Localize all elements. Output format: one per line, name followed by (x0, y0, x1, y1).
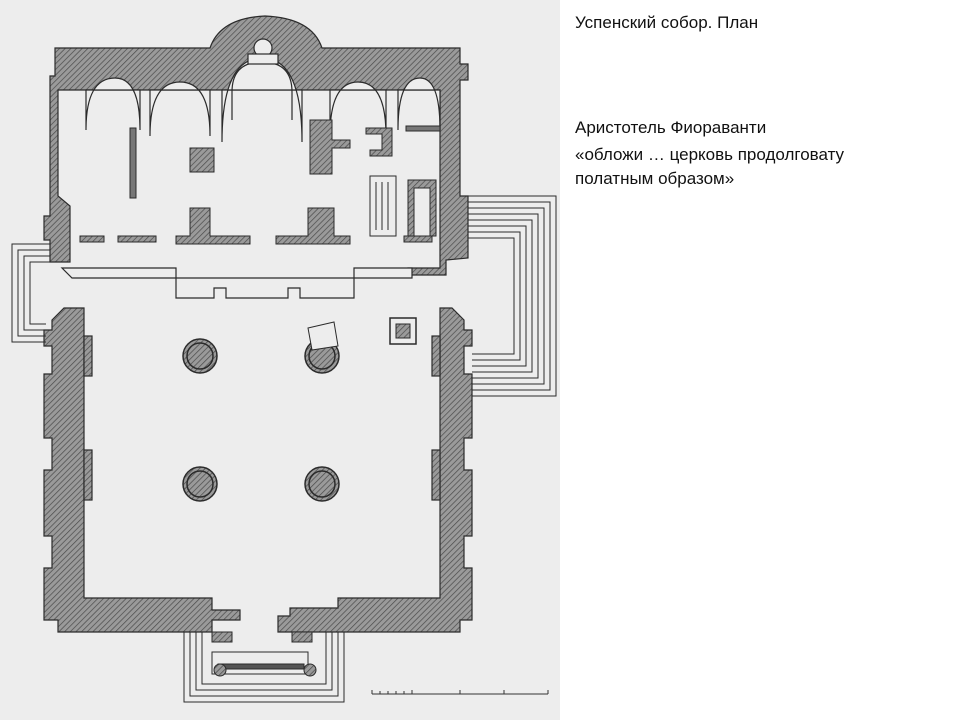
pier-se-canopy (307, 321, 339, 351)
altar-beam (405, 125, 441, 132)
altar-post-1 (129, 127, 137, 199)
iconostasis (79, 119, 441, 245)
slide-title: Успенский собор. План (575, 13, 759, 32)
altar-pier-right (309, 119, 351, 175)
apse-arch-5 (397, 77, 441, 131)
pier-sw (304, 466, 340, 502)
apse-arch-1 (85, 77, 141, 131)
iconostasis-seg-2 (117, 235, 157, 243)
iconostasis-seg-1 (79, 235, 105, 243)
iconostasis-seg-4 (275, 207, 351, 245)
south-pilaster-2 (431, 449, 441, 501)
iconostasis-seg-3 (175, 207, 251, 245)
square-pillar-inner (395, 323, 411, 339)
pier-ne (182, 338, 218, 374)
nave-piers (182, 317, 417, 502)
north-wall (43, 307, 241, 633)
pier-sw-ring (308, 470, 336, 498)
scale-bar (371, 690, 549, 695)
nave-walls (43, 307, 473, 633)
west-porch-steps-inner (195, 632, 333, 691)
iconostasis-seg-5 (403, 235, 433, 243)
solea (60, 267, 413, 299)
west-door-jamb-right (291, 631, 313, 643)
pier-ne-ring (186, 342, 214, 370)
east-wall (43, 15, 469, 276)
altar-pier-left (189, 147, 215, 173)
caption-quote-line-1: «обложи … церковь продолговату (575, 145, 845, 164)
pier-nw (182, 466, 218, 502)
floor-plan-panel (0, 0, 560, 720)
south-pilaster-1 (431, 335, 441, 377)
stair-right (407, 179, 437, 237)
caption-author: Аристотель Фиораванти (575, 118, 767, 137)
north-porch-steps (11, 243, 50, 343)
apse-walls (43, 15, 469, 276)
west-porch-steps-4 (201, 632, 327, 685)
west-porch-steps-outer (183, 632, 345, 703)
altar-screen-right (365, 127, 393, 157)
west-porch-post-left (213, 663, 227, 677)
apse-lantern-base (247, 53, 279, 65)
south-wall (277, 307, 473, 633)
apse-arch-4 (329, 81, 387, 137)
caption-quote-line-2: полатным образом» (575, 169, 735, 188)
apse-arch-2 (149, 81, 211, 137)
pier-nw-ring (186, 470, 214, 498)
floor-plan-drawing (11, 15, 557, 703)
west-porch-post-right (303, 663, 317, 677)
west-porch-bar (217, 663, 305, 670)
north-pilaster-1 (83, 335, 93, 377)
stair-left (369, 175, 397, 237)
west-porch-steps-mid (189, 632, 339, 697)
north-pilaster-2 (83, 449, 93, 501)
west-porch (183, 631, 345, 703)
west-door-jamb-left (211, 631, 233, 643)
south-porch-steps (468, 195, 557, 397)
